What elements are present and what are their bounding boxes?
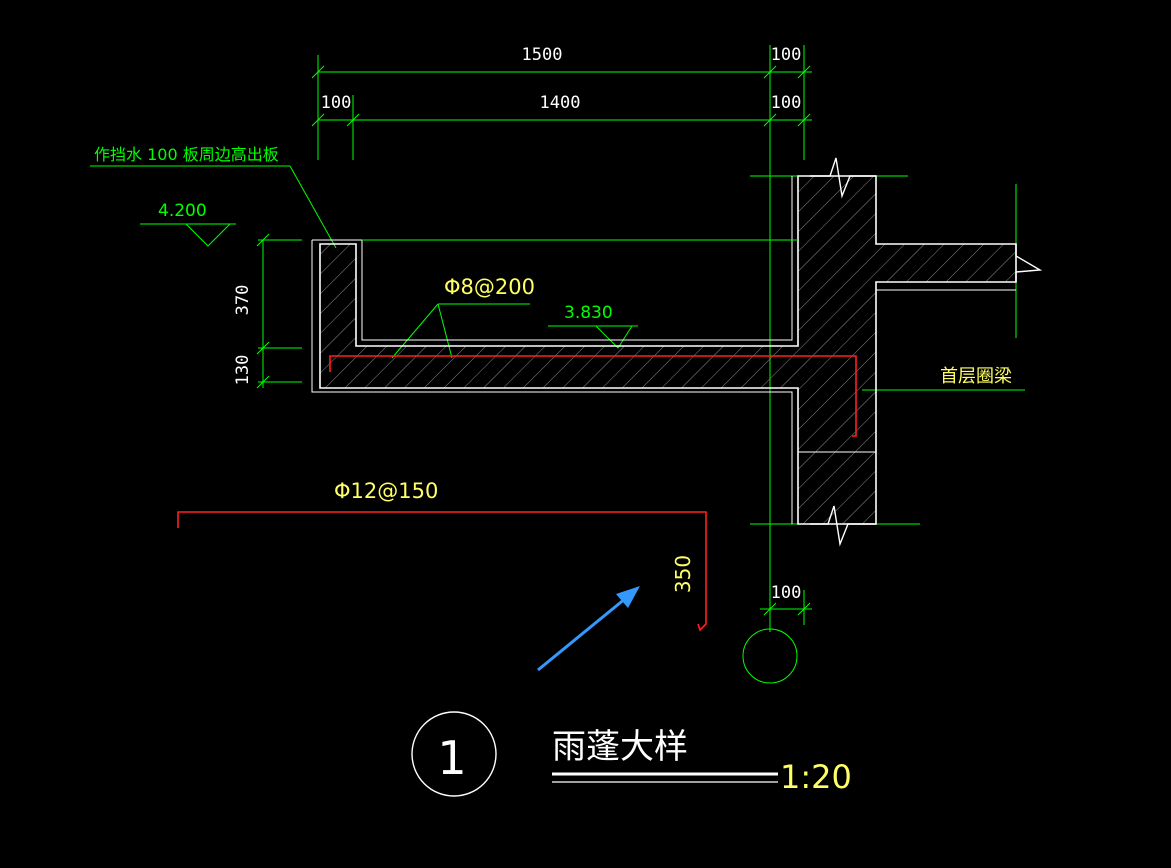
rebar-detail	[177, 511, 707, 632]
dim-second-right: 100	[771, 93, 802, 113]
elevation-slab: 3.830	[564, 303, 613, 323]
dim-top-total: 1500	[522, 45, 563, 65]
rebar-lines	[177, 355, 857, 632]
dim-height-lower: 130	[233, 355, 253, 386]
dim-height-upper: 370	[233, 285, 253, 316]
rebar-in-slab	[329, 355, 857, 437]
pointer-arrow	[537, 586, 640, 672]
rebar-distribution-label: Φ8@200	[444, 275, 535, 299]
beam-label: 首层圈梁	[940, 366, 1012, 387]
title-block: 1 雨蓬大样 1:20	[411, 711, 852, 797]
dim-top-right: 100	[771, 45, 802, 65]
rebar-hook-length: 350	[671, 555, 695, 593]
detail-number-circle	[411, 711, 497, 797]
detail-title: 雨蓬大样	[552, 727, 688, 767]
detail-scale: 1:20	[780, 758, 852, 796]
detail-number: 1	[437, 731, 466, 785]
dim-bottom-wall: 100	[771, 583, 802, 603]
canopy-section	[311, 157, 1043, 547]
dim-second-mid: 1400	[540, 93, 581, 113]
canopy-concrete	[319, 175, 1017, 525]
upstand-note: 作挡水 100 板周边高出板	[94, 145, 279, 164]
elevation-top: 4.200	[158, 201, 207, 221]
rebar-main-label: Φ12@150	[334, 479, 438, 503]
dim-second-left: 100	[321, 93, 352, 113]
